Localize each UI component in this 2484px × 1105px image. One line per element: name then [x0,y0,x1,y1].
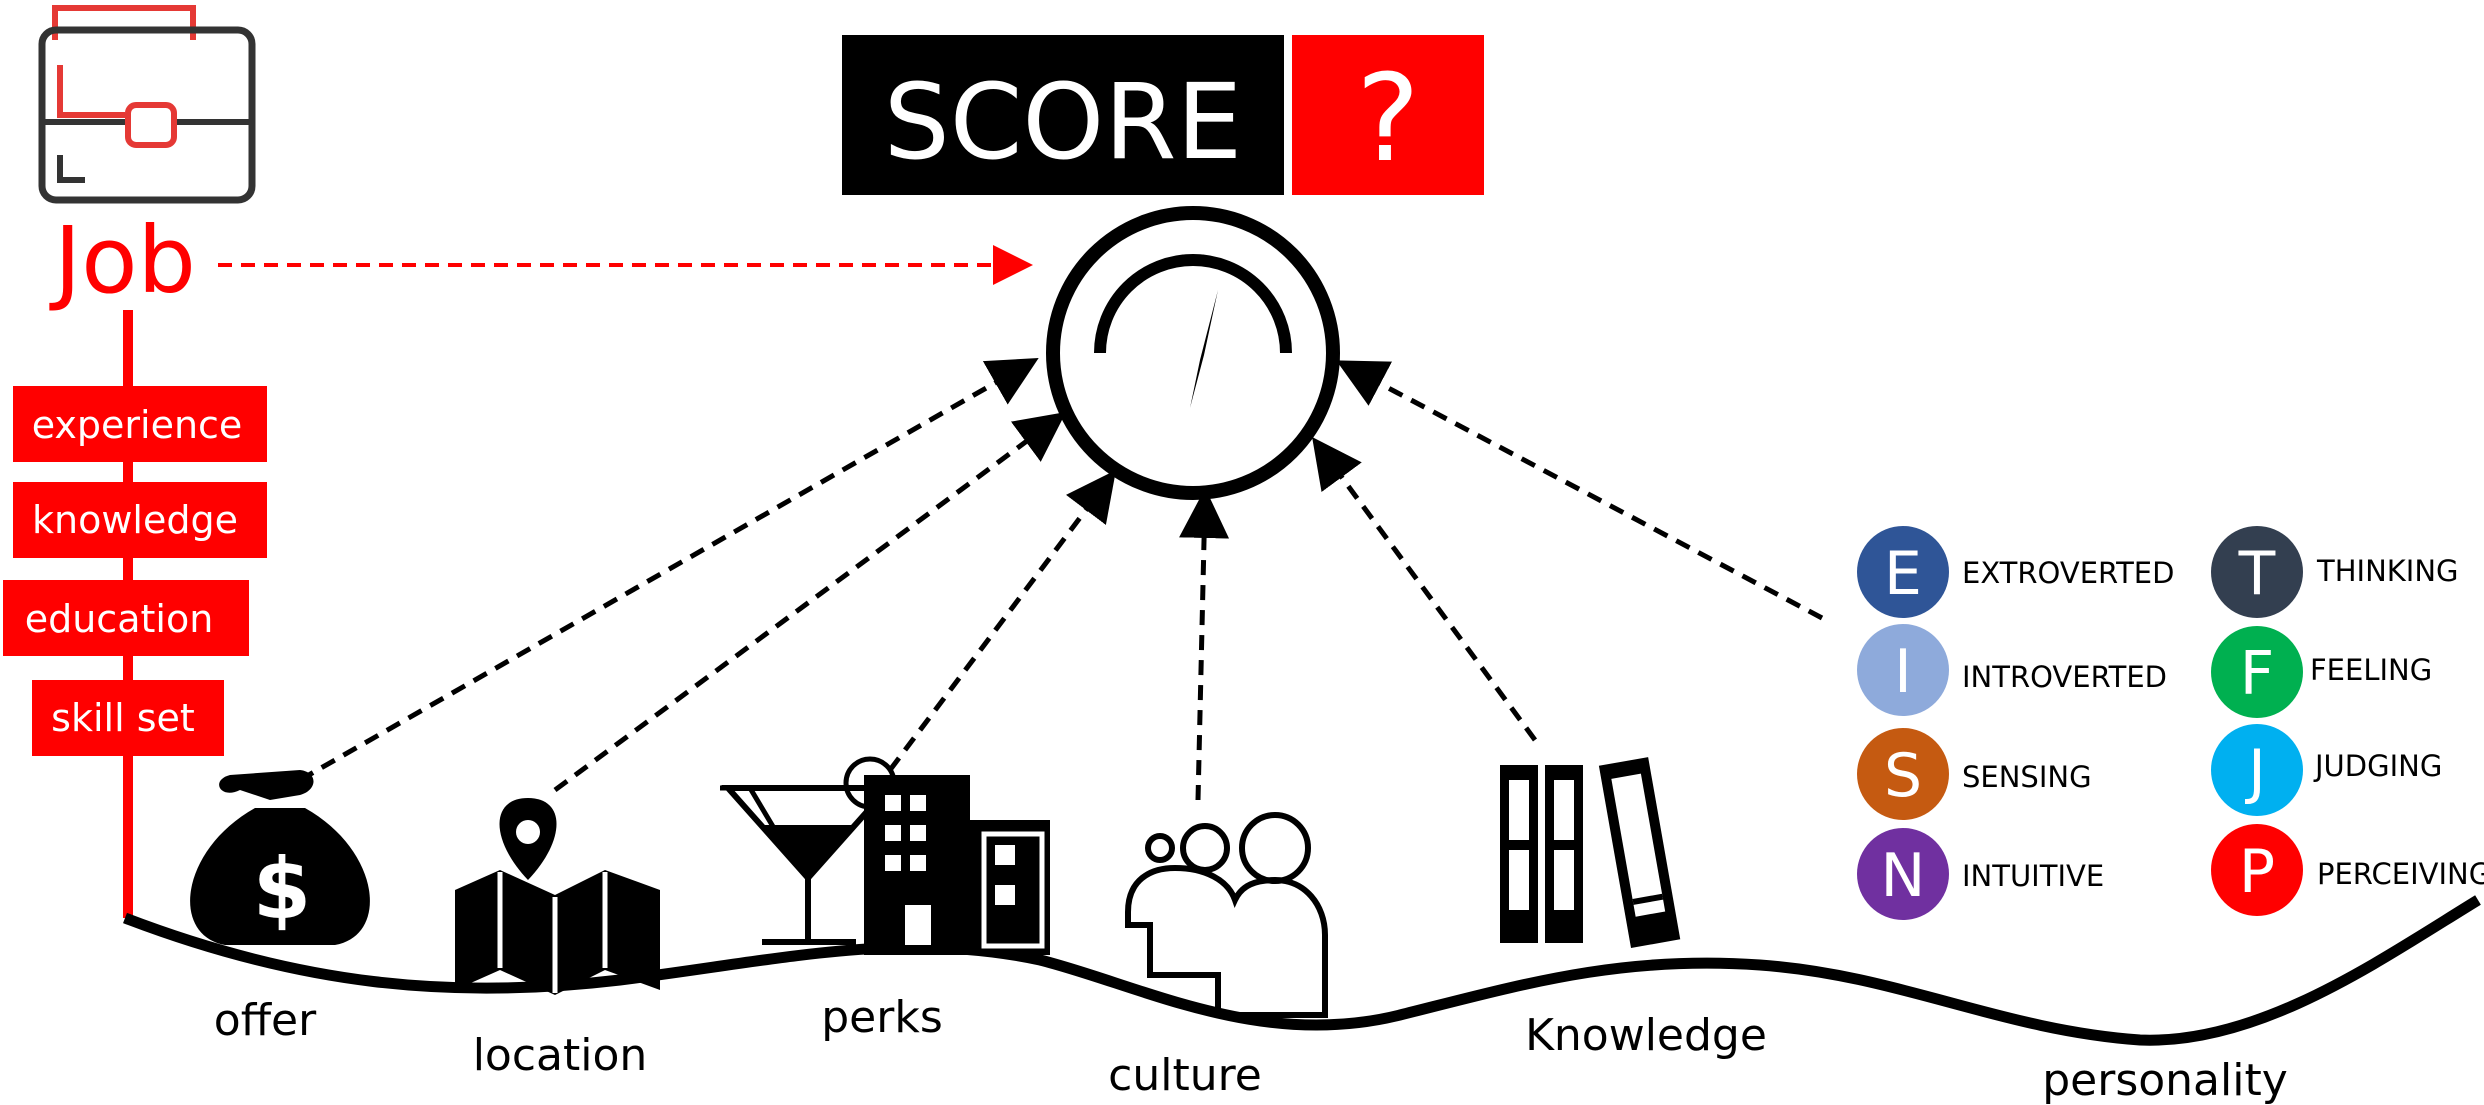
job-title: Job [49,207,196,314]
factor-label-offer: offer [214,995,317,1046]
personality-letter: E [1884,539,1922,609]
requirement-box [32,680,224,756]
requirement-box [3,580,249,656]
personality-letter: J [2244,737,2266,807]
factor-labels: offer location perks culture Knowledge p… [214,992,2288,1105]
people-icon [1125,812,1328,1018]
personality-label: PERCEIVING [2317,857,2484,891]
personality-type-n: N INTUITIVE [1857,828,2104,920]
money-bag-icon: $ [190,770,370,945]
personality-label: THINKING [2316,554,2459,588]
factor-label-knowledge: Knowledge [1525,1010,1767,1061]
personality-label: INTROVERTED [1962,660,2167,694]
personality-badge [2211,626,2303,718]
books-icon [1500,757,1681,948]
personality-letter: I [1894,637,1912,707]
map-pin-icon [455,798,660,995]
factor-label-perks: perks [821,992,943,1043]
personality-badge [2211,724,2303,816]
personality-letter: T [2238,539,2276,609]
score-header: SCORE ? [842,35,1484,195]
personality-type-e: E EXTROVERTED [1857,526,2174,618]
personality-badge [1857,728,1949,820]
personality-label: EXTROVERTED [1962,556,2174,590]
briefcase-icon [38,5,256,204]
personality-types: E EXTROVERTED I INTROVERTED S SENSING N … [1857,526,2484,920]
personality-badge [2211,526,2303,618]
personality-badge [1857,828,1949,920]
personality-letter: P [2239,837,2275,907]
score-label: SCORE [884,61,1242,183]
personality-type-j: J JUDGING [2211,724,2442,816]
personality-type-s: S SENSING [1857,728,2092,820]
score-label-box [842,35,1284,195]
factor-label-culture: culture [1108,1050,1262,1101]
factor-label-location: location [473,1030,648,1081]
personality-label: INTUITIVE [1962,859,2104,893]
requirement-label: skill set [51,696,195,740]
cocktail-building-icon [720,756,1050,955]
personality-letter: S [1884,741,1922,811]
location-arrow [553,412,1067,793]
requirement-box [13,386,267,462]
personality-letter: N [1881,841,1926,911]
personality-label: JUDGING [2313,749,2442,783]
requirement-label: education [25,597,214,641]
factor-arrows [298,358,1824,801]
personality-type-f: F FEELING [2211,626,2432,718]
baseline-wave [123,895,2481,1046]
requirement-label: experience [32,403,243,447]
personality-badge [1857,624,1949,716]
dollar-symbol: $ [253,840,311,938]
factor-label-personality: personality [2042,1055,2288,1105]
personality-arrow [1336,360,1824,621]
perks-arrow [888,470,1117,772]
personality-badge [1857,526,1949,618]
personality-label: FEELING [2310,653,2432,687]
requirement-label: knowledge [32,498,238,542]
knowledge-arrow [1312,436,1538,742]
score-value-box [1292,35,1484,195]
score-value: ? [1356,50,1420,189]
personality-label: SENSING [1962,760,2092,794]
offer-arrow [298,358,1039,783]
personality-letter: F [2240,639,2275,709]
gauge-icon [1046,206,1340,500]
culture-arrow [1179,488,1230,801]
personality-type-p: P PERCEIVING [2211,824,2484,916]
requirement-list: experience knowledge education skill set [3,386,267,756]
personality-type-i: I INTROVERTED [1857,624,2167,716]
personality-badge [2211,824,2303,916]
requirement-box [13,482,267,558]
personality-type-t: T THINKING [2211,526,2459,618]
